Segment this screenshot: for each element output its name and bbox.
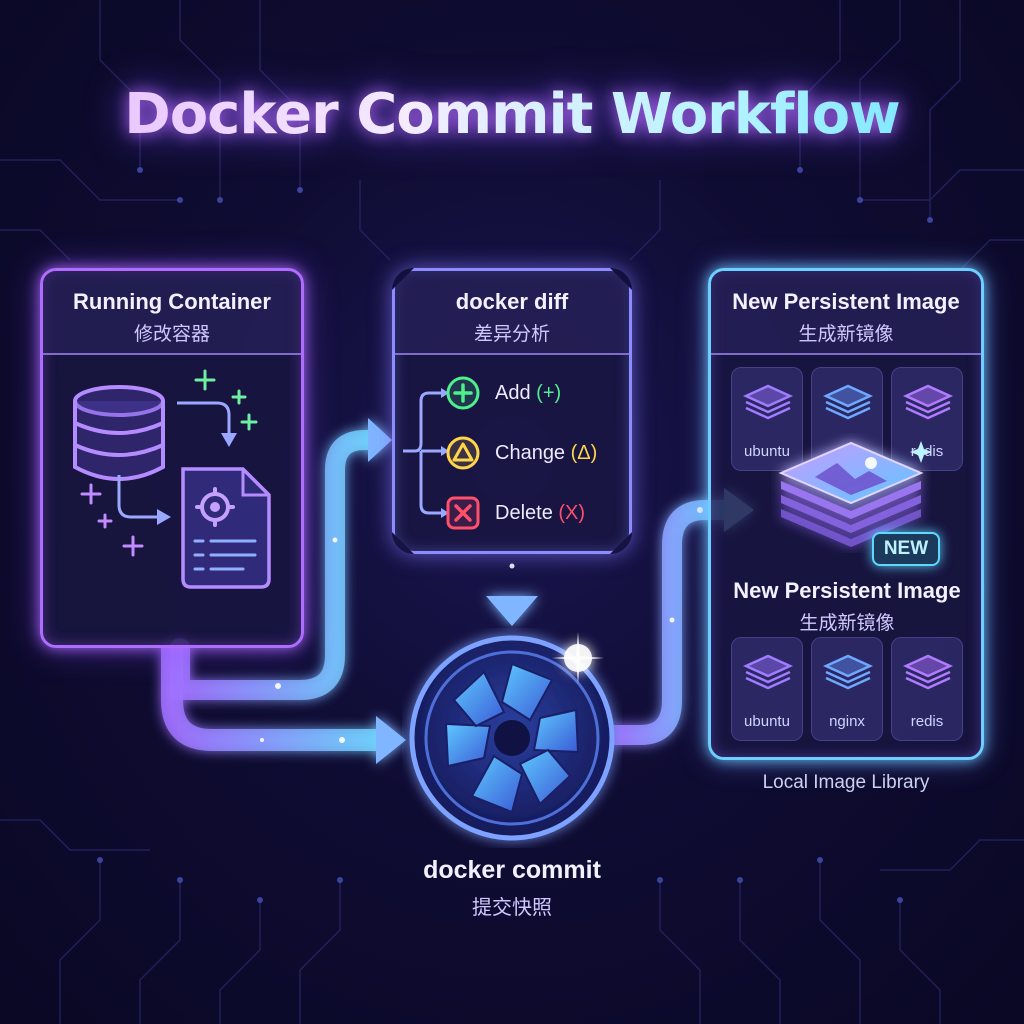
arrow-container-to-commit [161, 648, 406, 764]
docker-diff-header: docker diff 差异分析 [395, 271, 629, 355]
running-container-panel: Running Container 修改容器 [40, 268, 304, 648]
camera-shutter-icon[interactable] [402, 628, 622, 848]
diff-item-delete: Delete (X) [445, 493, 585, 533]
new-image-header: New Persistent Image 生成新镜像 [711, 271, 981, 355]
database-icon [73, 385, 165, 481]
arrow-container-to-diff [170, 418, 392, 700]
new-badge: NEW [872, 532, 940, 566]
layers-icon [902, 654, 954, 690]
docker-diff-title: docker diff [455, 289, 569, 314]
plus-circle-icon [445, 375, 481, 411]
docker-commit-label: docker commit 提交快照 [362, 856, 662, 920]
image-thumb-top-ubuntu[interactable]: ubuntu [731, 367, 803, 471]
diff-label-add: Add (+) [495, 381, 562, 404]
warning-triangle-icon [445, 435, 481, 471]
new-image-subtitle: 生成新镜像 [798, 323, 894, 345]
layers-icon [742, 384, 794, 420]
diff-label-change: Change (Δ) [495, 441, 598, 464]
diff-label-delete: Delete (X) [495, 501, 586, 524]
x-square-icon [445, 495, 481, 531]
sparkle-icon [910, 441, 931, 463]
docker-diff-panel: docker diff 差异分析 Add (+) Change (Δ) Dele… [392, 268, 632, 554]
image-thumb-bottom-nginx[interactable]: nginx [811, 637, 883, 741]
plus-icon [80, 369, 258, 557]
new-image-stack-icon [778, 441, 931, 547]
local-image-library-caption: Local Image Library [762, 772, 930, 793]
running-container-header: Running Container 修改容器 [43, 271, 301, 355]
running-container-title: Running Container [73, 289, 271, 314]
new-image-center-title: New Persistent Image 生成新镜像 [712, 578, 982, 635]
docker-diff-subtitle: 差异分析 [473, 323, 550, 345]
image-thumb-label: ubuntu [744, 443, 790, 460]
docker-commit-subtitle: 提交快照 [472, 895, 552, 919]
config-file-icon [181, 467, 271, 589]
page-title: Docker Commit Workflow [0, 82, 1024, 147]
image-thumb-bottom-ubuntu[interactable]: ubuntu [731, 637, 803, 741]
image-thumb-label: nginx [829, 713, 865, 730]
image-thumb-bottom-redis[interactable]: redis [891, 637, 963, 741]
layers-icon [742, 654, 794, 690]
layers-icon [822, 654, 874, 690]
docker-commit-title: docker commit [423, 856, 601, 884]
container-illustration [73, 369, 271, 589]
diff-branch-lines [395, 371, 455, 551]
diff-item-add: Add (+) [445, 373, 561, 413]
layers-icon [822, 384, 874, 420]
new-image-center-subtitle: 生成新镜像 [799, 612, 895, 634]
image-thumb-label: ubuntu [744, 713, 790, 730]
arrow-diff-to-commit [486, 556, 538, 626]
new-image-panel: New Persistent Image 生成新镜像 ubuntu redi [708, 268, 984, 760]
running-container-subtitle: 修改容器 [133, 323, 210, 345]
image-thumb-label: redis [910, 713, 944, 730]
new-image-center-title-text: New Persistent Image [733, 578, 961, 603]
layers-icon [902, 384, 954, 420]
diff-item-change: Change (Δ) [445, 433, 597, 473]
new-image-title: New Persistent Image [732, 289, 960, 314]
